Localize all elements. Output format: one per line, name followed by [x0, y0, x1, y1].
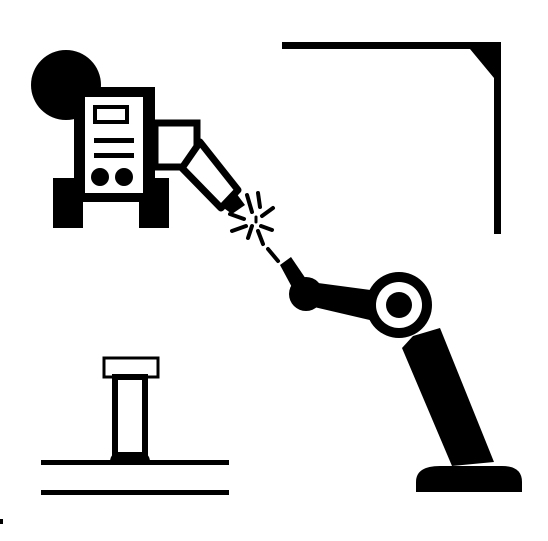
welding-spark-icon — [228, 191, 275, 246]
welder-control-line — [94, 138, 134, 143]
torch-nozzle — [221, 193, 245, 214]
corner-mark — [0, 519, 3, 524]
workpiece-frame-icon — [282, 42, 501, 234]
clamp-post — [112, 374, 148, 458]
torch-body — [178, 138, 242, 212]
robot-wrist-joint — [289, 277, 323, 311]
work-surface-line — [41, 460, 229, 465]
robot-tool-tip — [266, 247, 280, 263]
robotic-arm-icon — [266, 247, 522, 492]
clamp-foot — [110, 452, 150, 462]
welder-knob — [115, 168, 133, 186]
robot-base — [416, 466, 522, 492]
welder-knob — [91, 168, 109, 186]
welder-control-line — [94, 153, 134, 158]
robot-upper-arm — [402, 328, 494, 466]
welding-torch-icon — [178, 138, 245, 214]
welding-clamp-icon — [102, 356, 160, 462]
work-surface-line — [41, 490, 229, 495]
welder-machine-icon — [53, 87, 201, 228]
robot-forearm — [314, 283, 378, 321]
